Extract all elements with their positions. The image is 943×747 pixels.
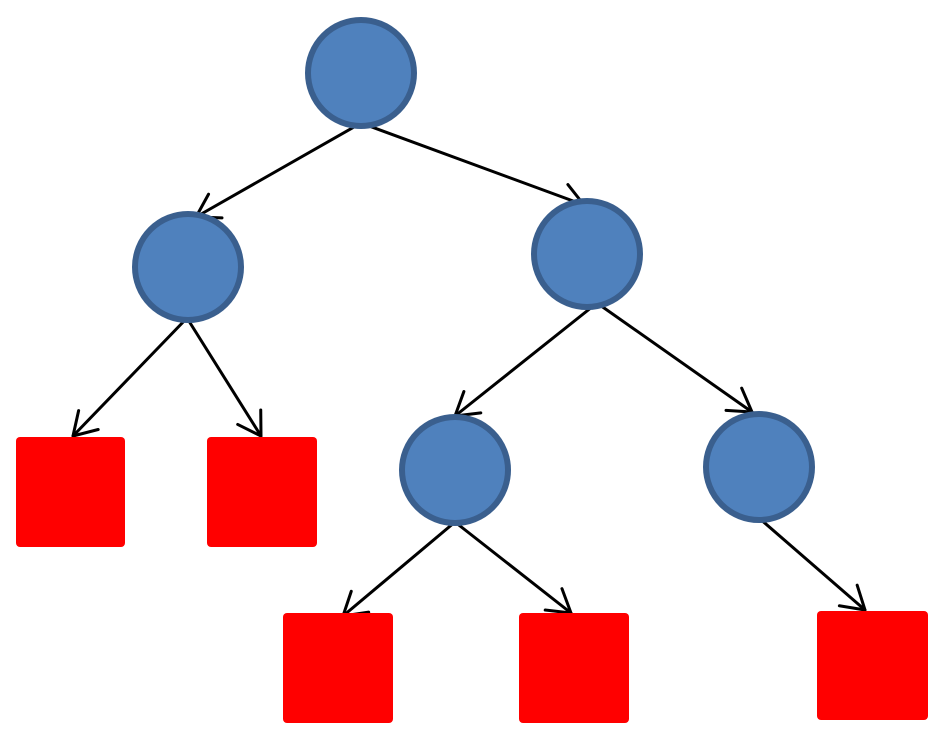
arrowhead-icon (71, 409, 100, 438)
edge-line (595, 301, 754, 414)
edge-right-right-child-to-leaf-5 (757, 516, 867, 612)
node-root (305, 17, 417, 129)
edge-line (757, 516, 867, 612)
leaf-4 (519, 613, 629, 723)
edge-right-left-child-to-leaf-4 (453, 520, 573, 615)
arrowhead-icon (837, 583, 867, 612)
arrowhead-icon (236, 408, 263, 438)
edges-layer (71, 121, 867, 618)
edge-right-child-to-right-left-child (453, 301, 599, 418)
leaf-5 (817, 611, 928, 720)
leaf-2 (207, 437, 317, 547)
edge-line (453, 301, 599, 418)
edge-line (341, 520, 457, 618)
edge-line (359, 121, 586, 207)
edge-left-child-to-leaf-1 (71, 316, 189, 438)
edge-root-to-right-child (359, 121, 586, 212)
edge-line (185, 316, 263, 438)
leaf-3 (283, 613, 393, 723)
edge-left-child-to-leaf-2 (185, 316, 263, 438)
edge-right-left-child-to-leaf-3 (341, 520, 457, 618)
node-right-left-child (399, 414, 511, 526)
edge-root-to-left-child (194, 121, 363, 220)
node-left-child (132, 211, 244, 323)
node-right-right-child (703, 411, 815, 523)
edge-line (71, 316, 189, 438)
edge-right-child-to-right-right-child (595, 301, 754, 414)
edge-line (453, 520, 573, 615)
node-right-child (531, 198, 643, 310)
nodes-layer (16, 17, 928, 723)
edge-line (194, 121, 363, 219)
leaf-1 (16, 437, 125, 547)
